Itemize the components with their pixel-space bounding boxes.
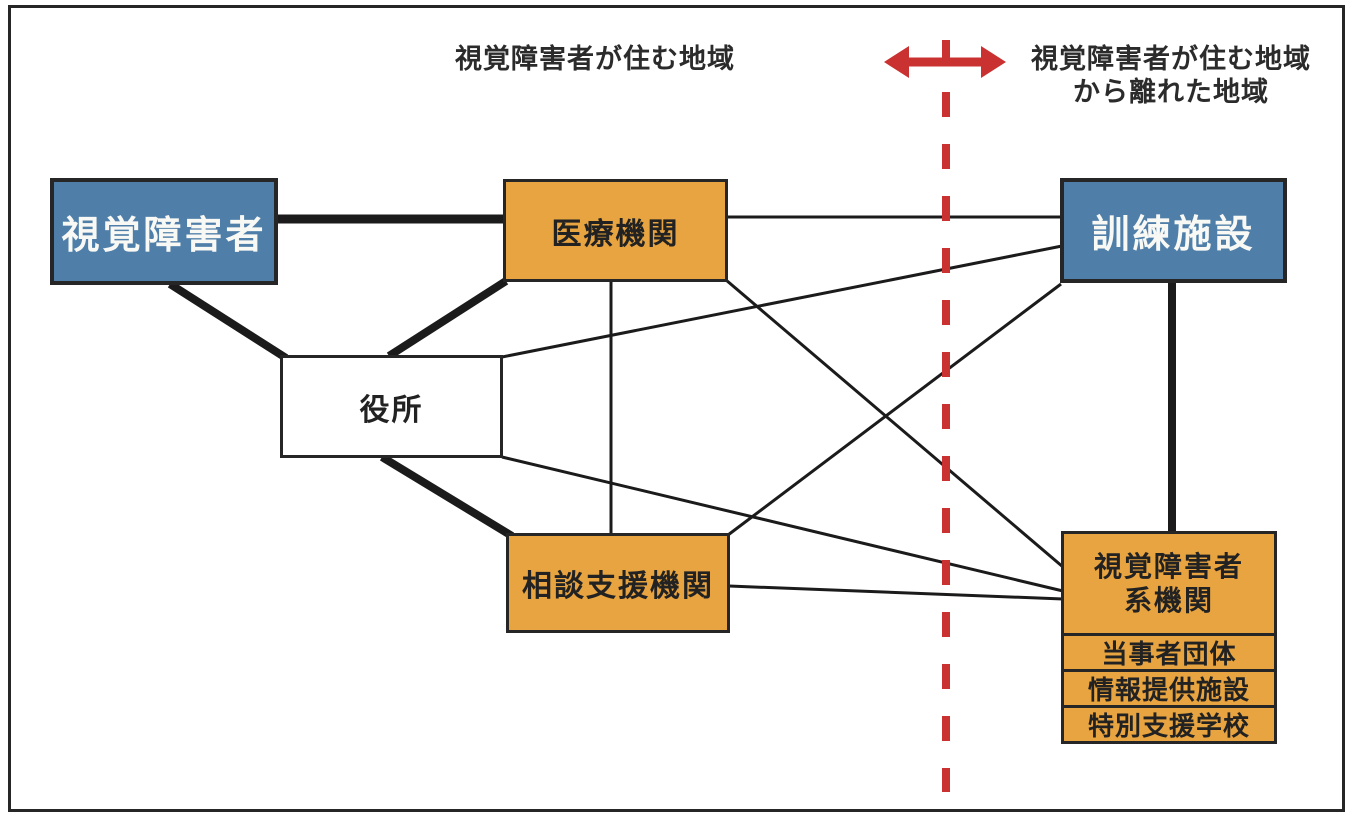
node-training: 訓練施設 <box>1060 178 1287 283</box>
node-training-label: 訓練施設 <box>1091 214 1256 256</box>
region-label-right: 視覚障害者が住む地域 から離れた地域 <box>1015 43 1327 109</box>
node-medical: 医療機関 <box>503 179 728 282</box>
region-label-left: 視覚障害者が住む地域 <box>455 44 735 74</box>
node-vi-organizations-title: 視覚障害者 系機関 <box>1064 534 1274 633</box>
vi-organizations-sub-item: 特別支援学校 <box>1064 705 1274 741</box>
node-consultation: 相談支援機関 <box>506 533 730 633</box>
vi-organizations-title-line2: 系機関 <box>1123 584 1214 616</box>
vi-organizations-title-line1: 視覚障害者 <box>1093 550 1244 582</box>
node-visually-impaired: 視覚障害者 <box>50 178 278 285</box>
vi-organizations-sub-item: 情報提供施設 <box>1064 669 1274 705</box>
node-government: 役所 <box>280 355 503 458</box>
diagram-frame <box>8 5 1345 812</box>
node-visually-impaired-label: 視覚障害者 <box>61 215 267 257</box>
node-government-label: 役所 <box>359 393 424 427</box>
region-label-right-line2: から離れた地域 <box>1073 77 1269 107</box>
node-consultation-label: 相談支援機関 <box>522 570 714 603</box>
vi-organizations-sub-item: 当事者団体 <box>1064 633 1274 669</box>
node-medical-label: 医療機関 <box>551 217 680 251</box>
region-label-right-line1: 視覚障害者が住む地域 <box>1031 44 1311 74</box>
node-vi-organizations: 視覚障害者 系機関 当事者団体 情報提供施設 特別支援学校 <box>1061 531 1277 744</box>
